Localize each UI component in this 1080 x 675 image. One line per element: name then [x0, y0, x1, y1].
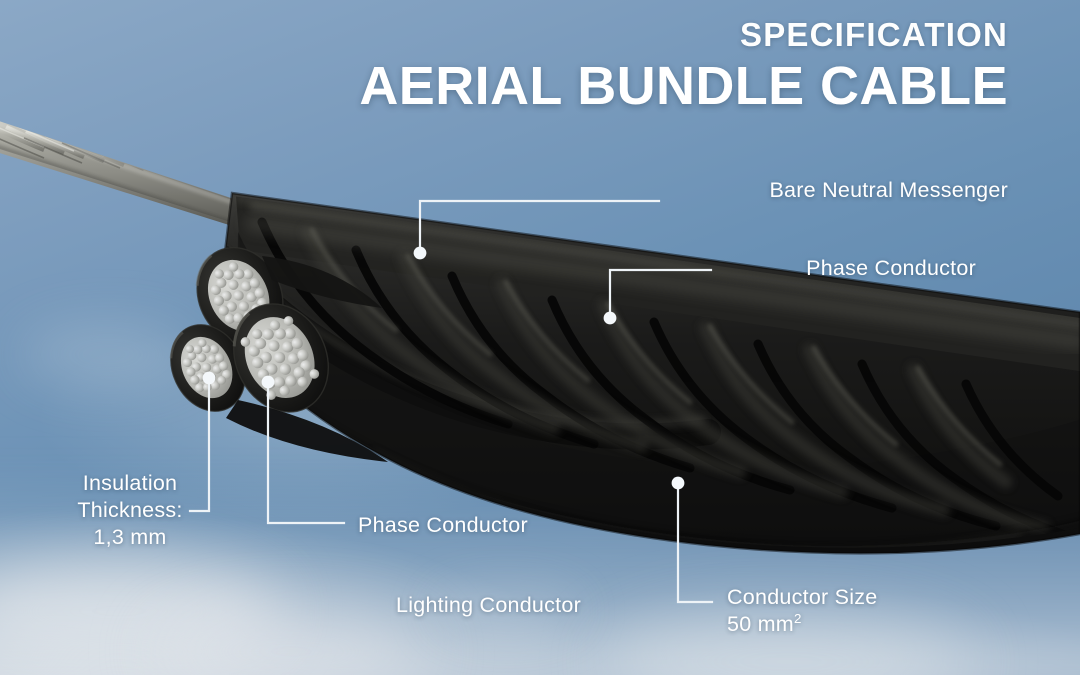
page-title: AERIAL BUNDLE CABLE: [359, 55, 1008, 116]
insulation-thickness-line2: Thickness:: [77, 498, 183, 523]
conductor-size-label: Conductor Size: [727, 585, 878, 609]
callout-insulation-thickness: Insulation Thickness: 1,3 mm: [44, 470, 216, 551]
insulation-thickness-line1: Insulation: [82, 471, 178, 495]
twisted-cable-bundle: [222, 191, 1080, 555]
callout-bare-neutral-messenger: Bare Neutral Messenger: [769, 178, 1008, 202]
page-eyebrow: SPECIFICATION: [740, 16, 1008, 53]
callout-phase-conductor-mid: Phase Conductor: [358, 513, 528, 537]
title-block: SPECIFICATION AERIAL BUNDLE CABLE: [359, 16, 1008, 116]
conductor-size-number: 50 mm: [727, 612, 794, 637]
conductor-size-exponent: 2: [793, 610, 802, 626]
conductor-size-value: 50 mm2: [727, 611, 878, 638]
callout-conductor-size: Conductor Size 50 mm2: [727, 584, 878, 638]
bare-neutral-messenger-wire: [0, 119, 264, 236]
insulation-thickness-value: 1,3 mm: [93, 525, 167, 550]
callout-phase-conductor-right: Phase Conductor: [806, 256, 976, 280]
callout-lighting-conductor: Lighting Conductor: [396, 593, 581, 617]
